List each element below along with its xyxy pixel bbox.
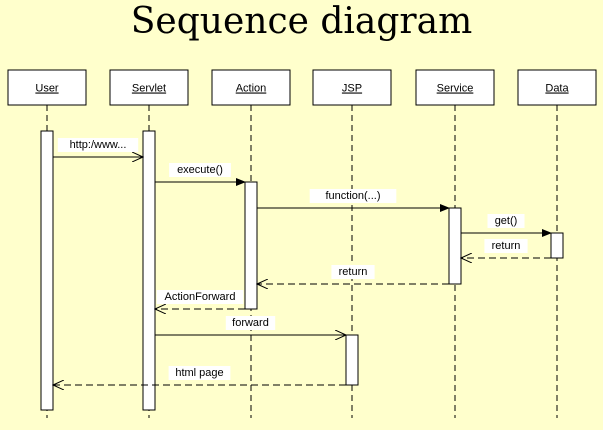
activation-bar-servlet (142, 130, 156, 411)
participant-user[interactable]: User (7, 69, 87, 106)
message-label-bg (156, 290, 244, 304)
message-action-to-servlet: ActionForward (155, 290, 245, 309)
message-label: return (339, 266, 368, 278)
message-label: forward (232, 317, 269, 329)
message-label-bg (169, 163, 231, 177)
message-label: html page (175, 367, 223, 379)
participant-servlet[interactable]: Servlet (109, 69, 189, 106)
activation-bar-service (448, 207, 462, 285)
message-action-to-service: function(...) (257, 189, 450, 212)
message-label: get() (495, 215, 518, 227)
participant-label: User (35, 83, 59, 95)
message-label-bg (331, 265, 375, 279)
message-label: execute() (177, 164, 223, 176)
message-user-to-servlet: http:/www... (53, 138, 143, 157)
message-label-bg (168, 366, 231, 380)
message-service-to-data: get() (461, 214, 552, 237)
activation-bar-action (244, 181, 258, 310)
activation-bar-jsp (345, 334, 359, 386)
participant-box[interactable] (415, 69, 495, 106)
participant-box[interactable] (312, 69, 392, 106)
activation-bar-data (550, 232, 564, 259)
message-label-bg (225, 316, 276, 330)
participant-label: Data (545, 83, 569, 95)
message-label: return (492, 240, 521, 252)
message-label: function(...) (325, 190, 380, 202)
participant-box[interactable] (109, 69, 189, 106)
message-jsp-to-user: html page (53, 366, 346, 385)
message-label-bg (309, 189, 397, 203)
participant-box[interactable] (7, 69, 87, 106)
participant-service[interactable]: Service (415, 69, 495, 106)
participant-jsp[interactable]: JSP (312, 69, 392, 106)
participant-label: JSP (342, 83, 362, 95)
participant-box[interactable] (211, 69, 291, 106)
participant-label: Action (236, 83, 267, 95)
message-label: ActionForward (165, 291, 236, 303)
participant-label: Servlet (132, 83, 166, 95)
message-service-to-action: return (257, 265, 449, 284)
message-label-bg (487, 214, 525, 228)
message-servlet-to-action: execute() (155, 163, 246, 186)
participant-action[interactable]: Action (211, 69, 291, 106)
message-data-to-service: return (461, 239, 551, 258)
message-label-bg (484, 239, 528, 253)
participant-box[interactable] (517, 69, 597, 106)
message-servlet-to-jsp: forward (155, 316, 346, 335)
diagram-title: Sequence diagram (130, 1, 473, 42)
message-label: http:/www... (70, 139, 127, 151)
message-label-bg (57, 138, 139, 152)
participant-label: Service (437, 83, 474, 95)
participant-data[interactable]: Data (517, 69, 597, 106)
activation-bar-user (40, 130, 54, 411)
